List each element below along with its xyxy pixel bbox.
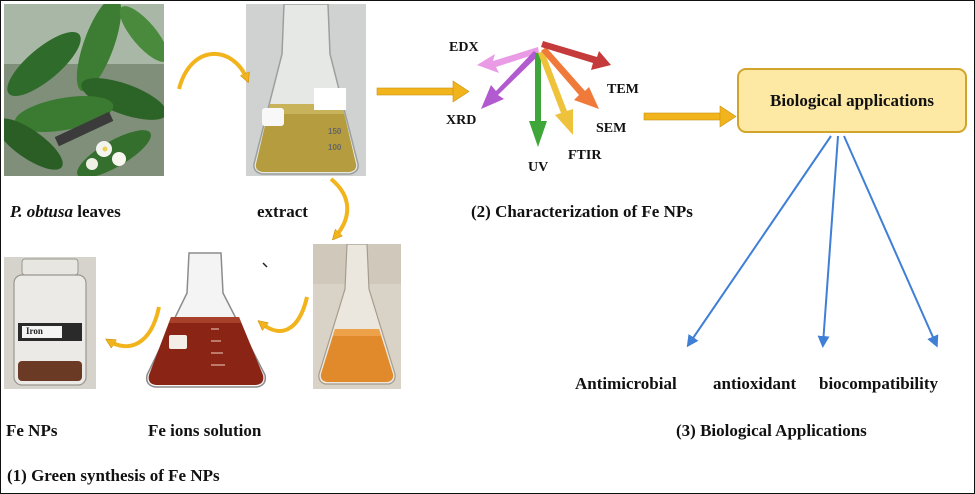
app-biocompatibility: biocompatibility [819,374,939,393]
step1-title: (1) Green synthesis of Fe NPs [7,466,220,485]
leaves-label-species: P. obtusa [10,202,73,221]
fan-arrow-edx [477,47,539,73]
fan-arrow-ftir [538,51,573,135]
curved-arrow-fe-ions-to-nps [109,306,161,346]
technique-xrd: XRD [446,113,477,128]
curved-arrow-leaves-to-extract [177,52,247,90]
orange-solution-photo [313,244,401,389]
extract-label: extract [257,202,308,221]
jar-label: Iron [26,326,43,336]
curved-arrow-extract-down [329,177,350,237]
svg-text:100: 100 [328,143,342,152]
fan-arrow-tem [541,41,611,70]
fan-arrow-xrd [481,51,539,109]
arrow-to-biological-box [643,105,737,128]
step2-title: (2) Characterization of Fe NPs [471,202,693,221]
app-antimicrobial: Antimicrobial [575,374,677,393]
app-antioxidant: antioxidant [713,374,797,393]
fe-ions-solution-label: Fe ions solution [148,421,262,440]
leaves-label: P. obtusa leaves [10,203,121,220]
arrow-to-characterization [376,80,470,103]
biological-applications-box: Biological applications [737,68,967,133]
technique-uv: UV [528,160,549,175]
leaves-photo [4,4,164,176]
fe-ions-flask-photo [141,251,271,389]
technique-ftir: FTIR [568,148,602,163]
fe-nps-jar-photo: Iron [4,257,96,389]
fe-nps-label: Fe NPs [6,421,58,440]
fan-arrow-sem [541,47,599,109]
biological-box-title: Biological applications [770,90,934,110]
fan-arrow-uv [529,53,547,147]
technique-sem: SEM [596,121,627,136]
blue-arrow-antioxidant [817,135,839,348]
technique-edx: EDX [449,40,479,55]
blue-arrow-antimicrobial [686,135,832,348]
svg-text:150: 150 [328,127,342,136]
technique-tem: TEM [607,82,639,97]
extract-flask-photo: 150 100 [246,4,366,176]
blue-arrow-biocompatibility [843,135,939,348]
step3-title: (3) Biological Applications [676,421,867,440]
curved-arrow-orange-to-fe-ions [261,296,309,333]
leaves-label-rest: leaves [73,202,121,221]
